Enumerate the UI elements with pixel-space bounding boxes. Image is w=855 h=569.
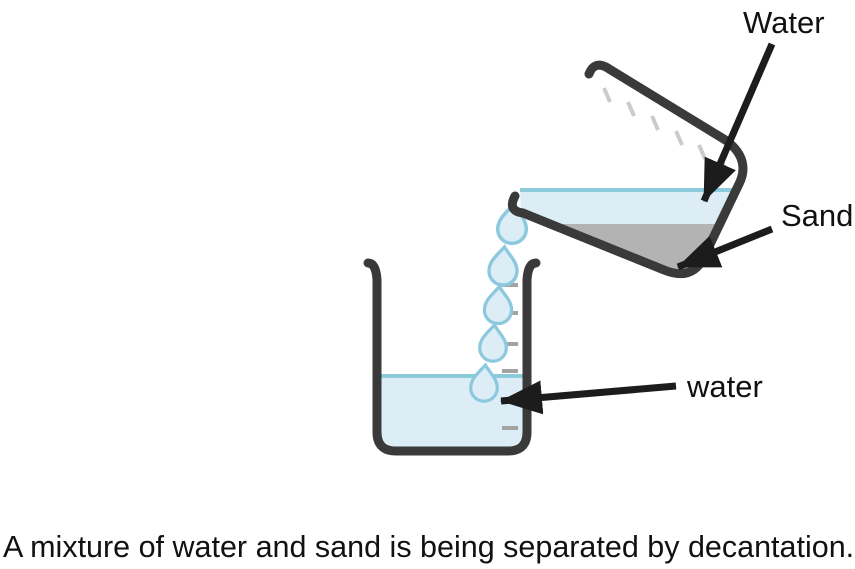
water-drop-icon xyxy=(487,244,519,287)
measurement-tick xyxy=(626,101,636,117)
sand-layer xyxy=(557,224,715,272)
sand-label: Sand xyxy=(781,198,853,233)
measurement-tick xyxy=(697,144,707,160)
receiving-beaker-water xyxy=(381,377,523,447)
measurement-tick xyxy=(650,115,660,131)
pouring-beaker xyxy=(507,60,748,279)
measurement-tick xyxy=(602,87,612,103)
pouring-beaker-water xyxy=(520,191,735,226)
water-arrow xyxy=(700,42,776,203)
water-drop-icon xyxy=(478,322,508,363)
water-drop-icon xyxy=(469,362,499,403)
caption: A mixture of water and sand is being sep… xyxy=(3,530,854,564)
sand-arrow xyxy=(676,225,774,271)
receiving-water-arrow xyxy=(500,380,677,415)
water-label: Water xyxy=(743,5,825,40)
annotation-arrows xyxy=(500,42,776,415)
receiving-beaker xyxy=(363,258,541,456)
measurement-tick xyxy=(674,130,684,146)
pouring-beaker-outline xyxy=(507,60,748,279)
receiving-water-label: water xyxy=(686,369,763,404)
water-drop-icon xyxy=(482,283,514,326)
water-drops xyxy=(469,201,529,403)
receiving-beaker-outline xyxy=(363,258,541,456)
